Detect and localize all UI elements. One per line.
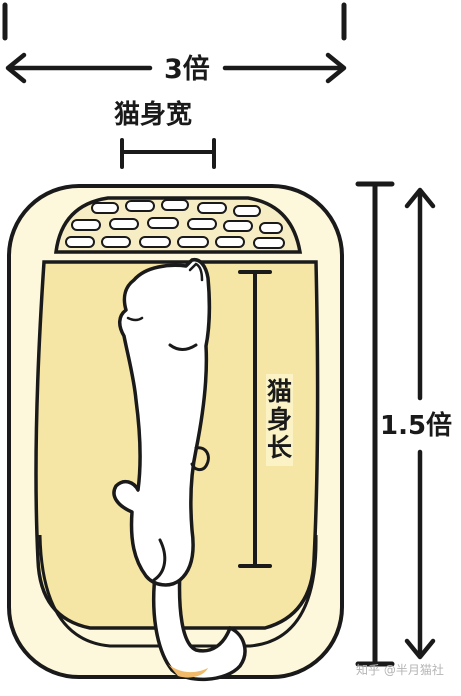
watermark: 知乎 @半月猫社 [356,663,444,677]
cat-length-bracket [238,270,272,568]
cat-tail-patch [168,664,208,678]
cat-closed-eye [168,343,198,351]
height-ratio-label: 1.5倍 [380,409,453,443]
height-arrow-top-head [404,187,436,209]
cat-width-label: 猫身宽 [114,100,193,130]
cat-ear [188,262,204,282]
cat-width-bracket [120,138,216,169]
height-dimension [355,181,436,667]
cat-hind-leg [152,538,167,582]
cat-front-paw [190,446,210,472]
width-arrow-right-head [325,52,347,84]
cat-length-label: 猫身长 [266,374,293,466]
cat-nose-line [126,316,144,322]
cat-tail [151,566,247,682]
width-ratio-label: 3倍 [160,56,214,83]
width-arrow-left-head [5,52,27,84]
width-dimension [2,2,347,84]
height-arrow-bottom-head [404,638,436,660]
cat-body [112,257,212,587]
litter-pellets [65,199,285,249]
sleeping-cat-illustration [112,257,247,682]
